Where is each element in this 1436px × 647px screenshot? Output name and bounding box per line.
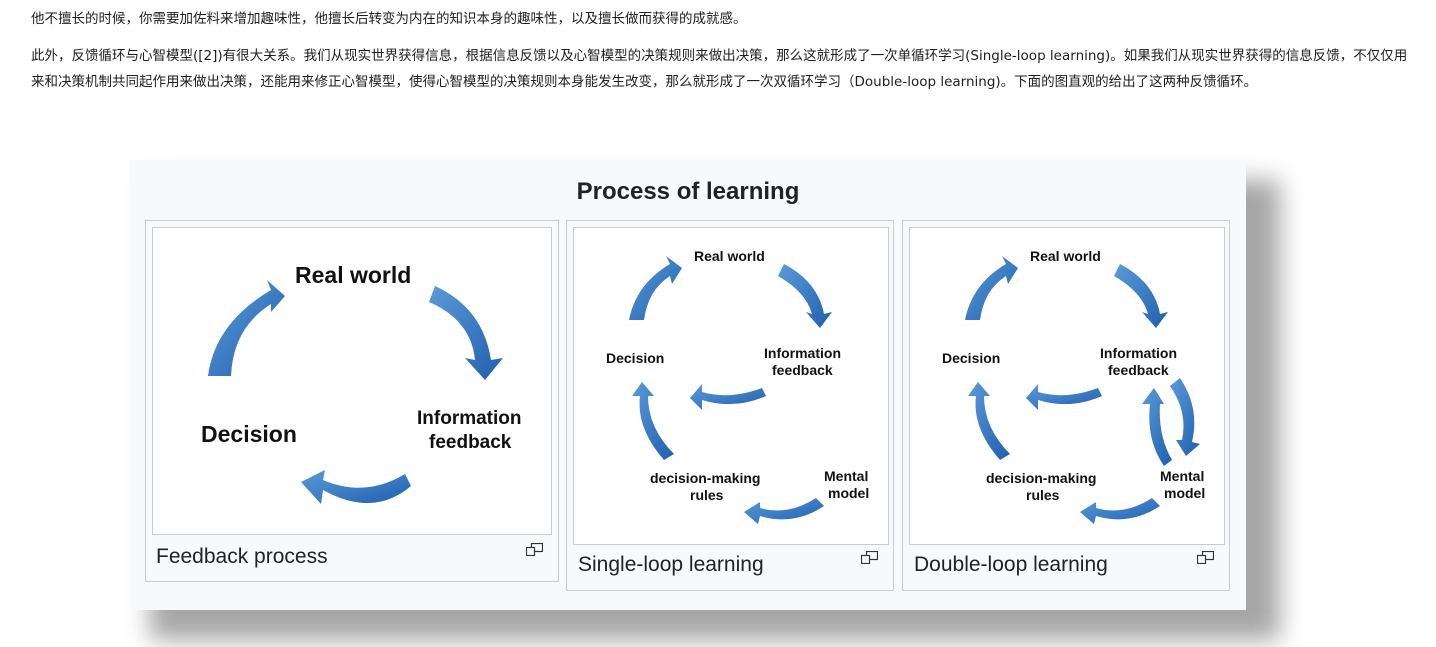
label-decision-making: decision-making bbox=[650, 470, 760, 486]
thumbnail-double-loop[interactable]: Real world Decision Information feedback… bbox=[902, 220, 1230, 591]
arrow-real-world-to-feedback bbox=[429, 286, 503, 380]
label-information: Information bbox=[764, 345, 841, 361]
label-real-world: Real world bbox=[1030, 248, 1101, 264]
arrow-decision-to-real-world bbox=[208, 280, 285, 376]
label-decision: Decision bbox=[606, 350, 664, 366]
arrow-model-to-feedback bbox=[1142, 388, 1172, 466]
label-rules: rules bbox=[1026, 487, 1060, 503]
figure-title: Process of learning bbox=[576, 178, 800, 205]
label-mental: Mental bbox=[824, 468, 868, 484]
label-model: model bbox=[1164, 485, 1205, 501]
label-mental: Mental bbox=[1160, 468, 1204, 484]
arrow-feedback-to-decision bbox=[301, 470, 411, 504]
label-rules: rules bbox=[690, 487, 724, 503]
arrow-feedback-to-decision bbox=[1026, 384, 1102, 410]
caption-double-loop[interactable]: Double-loop learning bbox=[914, 553, 1108, 576]
label-feedback: feedback bbox=[1108, 362, 1169, 378]
label-information: Information bbox=[417, 408, 522, 429]
label-model: model bbox=[828, 485, 869, 501]
label-decision: Decision bbox=[201, 421, 297, 447]
thumbnail-feedback-process[interactable]: Real world Decision Information feedback… bbox=[145, 220, 559, 582]
caption-feedback-process[interactable]: Feedback process bbox=[156, 545, 328, 568]
arrow-rules-to-decision bbox=[968, 382, 1010, 460]
diagram-feedback-process[interactable]: Real world Decision Information feedback bbox=[152, 227, 552, 535]
label-feedback: feedback bbox=[429, 432, 512, 453]
label-information: Information bbox=[1100, 345, 1177, 361]
paragraph-feedback-loops: 此外，反馈循环与心智模型([2])有很大关系。我们从现实世界获得信息，根据信息反… bbox=[31, 48, 1408, 90]
diagram-double-loop[interactable]: Real world Decision Information feedback… bbox=[909, 227, 1225, 545]
label-real-world: Real world bbox=[295, 262, 411, 288]
caption-single-loop[interactable]: Single-loop learning bbox=[578, 553, 764, 576]
arrow-decision-to-real-world bbox=[629, 256, 682, 320]
arrow-model-to-rules bbox=[744, 498, 824, 524]
arrow-real-world-to-feedback bbox=[778, 264, 832, 328]
label-feedback: feedback bbox=[772, 362, 833, 378]
enlarge-icon[interactable] bbox=[861, 551, 878, 564]
label-decision-making: decision-making bbox=[986, 470, 1096, 486]
label-real-world: Real world bbox=[694, 248, 765, 264]
enlarge-icon[interactable] bbox=[526, 543, 543, 556]
arrow-model-to-rules bbox=[1080, 498, 1160, 524]
arrow-decision-to-real-world bbox=[965, 256, 1018, 320]
thumbnail-single-loop[interactable]: Real world Decision Information feedback… bbox=[566, 220, 894, 591]
label-decision: Decision bbox=[942, 350, 1000, 366]
arrow-feedback-to-decision bbox=[690, 384, 766, 410]
paragraph-intro: 他不擅长的时候，你需要加佐料来增加趣味性，他擅长后转变为内在的知识本身的趣味性，… bbox=[31, 11, 747, 27]
diagram-single-loop[interactable]: Real world Decision Information feedback… bbox=[573, 227, 889, 545]
arrow-feedback-to-model bbox=[1170, 378, 1200, 456]
enlarge-icon[interactable] bbox=[1197, 551, 1214, 564]
arrow-real-world-to-feedback bbox=[1114, 264, 1168, 328]
arrow-rules-to-decision bbox=[632, 382, 674, 460]
